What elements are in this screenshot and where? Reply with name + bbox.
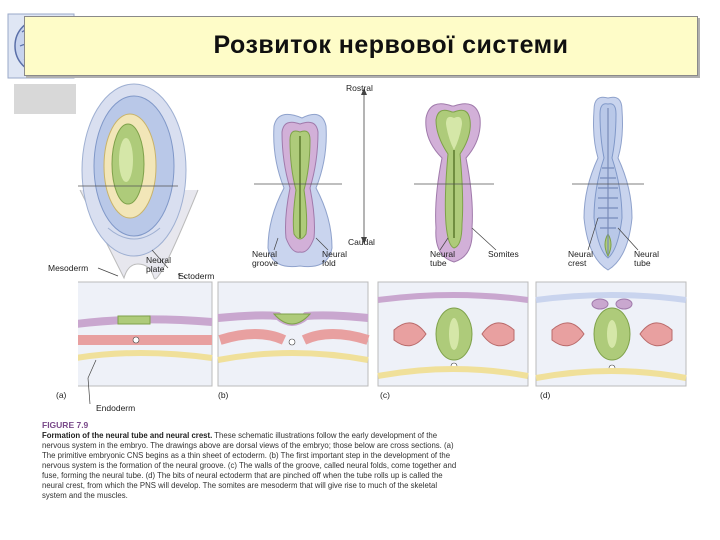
label-neural-tube-d: Neural tube xyxy=(634,250,659,268)
label-endoderm: Endoderm xyxy=(96,404,135,413)
label-neural-crest: Neural crest xyxy=(568,250,593,268)
title-bar: Розвиток нервової системи xyxy=(24,16,698,76)
slide-title: Розвиток нервової системи xyxy=(105,31,677,60)
cross-section-c xyxy=(378,282,528,386)
dorsal-view-a xyxy=(80,84,198,279)
caption-text: Formation of the neural tube and neural … xyxy=(42,431,462,501)
label-somites: Somites xyxy=(488,250,519,259)
decorative-strip xyxy=(14,84,76,114)
figure-number: FIGURE 7.9 xyxy=(42,420,462,430)
dorsal-view-c xyxy=(426,104,480,262)
label-caudal: Caudal xyxy=(348,238,375,247)
label-ectoderm: Ectoderm xyxy=(178,272,214,281)
caption-body: These schematic illustrations follow the… xyxy=(42,431,456,500)
cross-section-b xyxy=(218,282,368,386)
panel-label-a: (a) xyxy=(56,390,66,400)
label-neural-plate: Neural plate xyxy=(146,256,171,274)
caption-title: Formation of the neural tube and neural … xyxy=(42,431,212,440)
panel-label-d: (d) xyxy=(540,390,550,400)
figure-caption: FIGURE 7.9 Formation of the neural tube … xyxy=(42,420,462,501)
label-mesoderm: Mesoderm xyxy=(48,264,88,273)
label-neural-tube-c: Neural tube xyxy=(430,250,455,268)
dorsal-view-b xyxy=(268,114,332,266)
panel-label-b: (b) xyxy=(218,390,228,400)
panel-label-c: (c) xyxy=(380,390,390,400)
label-neural-fold: Neural fold xyxy=(322,250,347,268)
cross-section-a xyxy=(78,282,212,386)
label-neural-groove: Neural groove xyxy=(252,250,278,268)
label-rostral: Rostral xyxy=(346,84,373,93)
cross-section-d xyxy=(536,282,686,386)
